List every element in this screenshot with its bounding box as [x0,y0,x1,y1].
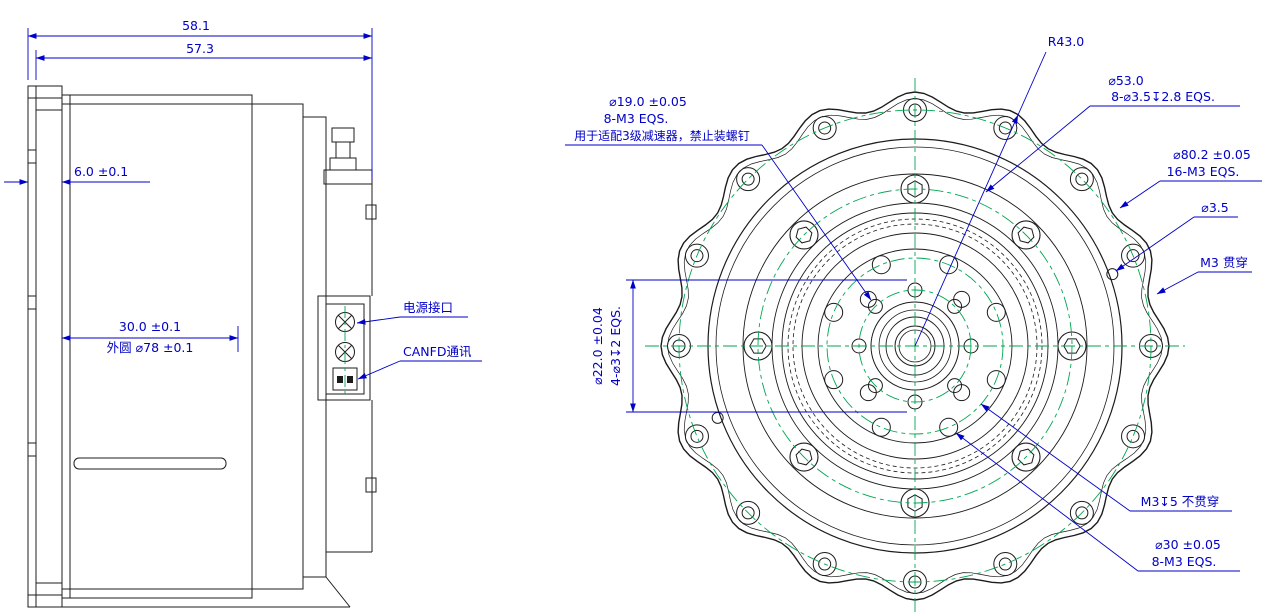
d30-hole [871,255,891,275]
dim-d80-note-text: 16-M3 EQS. [1167,164,1240,179]
dim-flange-thickness: 6.0 ±0.1 [4,164,150,185]
dim-r43: R43.0 [914,34,1085,347]
dim-d53-text: ⌀53.0 [1108,73,1143,88]
dowel-hole [1106,268,1119,281]
dowel-hole [711,411,724,424]
hex-socket-screw [789,442,819,472]
outer-bolt-hole [684,243,709,268]
outer-bolt-hole [1121,243,1146,268]
dim-d53: ⌀53.0 8-⌀3.5↧2.8 EQS. [985,73,1240,193]
outer-bolt-hole [993,115,1018,140]
dim-r43-text: R43.0 [1048,34,1085,49]
d19-hole [867,298,883,314]
d30-hole [824,370,844,390]
dim-d22-text: ⌀22.0 ±0.04 [590,307,605,385]
d19-hole [867,378,883,394]
dim-d19-usage-text: 用于适配3级减速器，禁止装螺钉 [574,129,750,143]
front-view-dimensions: R43.0 ⌀53.0 8-⌀3.5↧2.8 EQS. ⌀19.0 ±0.05 … [565,34,1262,572]
hex-socket-screw [1011,442,1041,472]
hex-socket-screw [789,220,819,250]
dim-depth-text: 30.0 ±0.1 [119,319,181,334]
outer-bolt-hole [736,167,761,192]
side-view-geometry [27,85,377,608]
dim-d22: ⌀22.0 ±0.04 4-⌀3↧2 EQS. [590,279,907,413]
dim-d35-text: ⌀3.5 [1201,200,1228,215]
label-canfd-port: CANFD通讯 [357,344,482,380]
dim-d19-note-text: 8-M3 EQS. [604,111,669,126]
hex-socket-screw [1011,220,1041,250]
side-view-dimensions: 58.1 57.3 6.0 ±0.1 30.0 ±0.1 外圆 ⌀78 ±0.1… [4,18,482,380]
dim-m3-blind: M3↧5 不贯穿 [980,403,1232,512]
dim-d30-text: ⌀30 ±0.05 [1155,537,1221,552]
dim-flange-text: 6.0 ±0.1 [74,164,128,179]
dim-depth: 30.0 ±0.1 外圆 ⌀78 ±0.1 [61,319,239,355]
body-slot [73,457,227,470]
top-stud [323,127,373,185]
d30-hole [871,417,891,437]
dim-d80: ⌀80.2 ±0.05 16-M3 EQS. [1119,147,1262,209]
d19-hole [947,298,963,314]
label-power-port: 电源接口 [356,300,468,325]
d30-hole [824,302,844,322]
d19-hole [947,378,963,394]
dim-m3-blind-text: M3↧5 不贯穿 [1141,494,1220,509]
outer-bolt-hole [812,115,837,140]
label-power-text: 电源接口 [403,300,453,315]
outer-bolt-hole [1121,424,1146,449]
d30-hole [939,417,959,437]
outer-bolt-hole [993,552,1018,577]
d30-hole [986,370,1006,390]
dim-total-width: 58.1 [27,18,373,180]
label-canfd-text: CANFD通讯 [403,344,472,359]
d30-hole [986,302,1006,322]
dim-d35: ⌀3.5 [1115,200,1238,272]
hex-socket-screw [1057,331,1087,361]
outer-bolt-hole [812,552,837,577]
dim-total-width-text: 58.1 [182,18,210,33]
d30-hole [939,255,959,275]
dim-inner-width: 57.3 [35,41,373,80]
dim-d80-text: ⌀80.2 ±0.05 [1173,147,1251,162]
outer-bolt-hole [1069,167,1094,192]
dim-d53-note-text: 8-⌀3.5↧2.8 EQS. [1111,89,1215,104]
dim-outer-circle-text: 外圆 ⌀78 ±0.1 [107,340,194,355]
connector-block [317,295,371,401]
outer-bolt-hole [684,424,709,449]
dim-m3-through: M3 贯穿 [1156,255,1252,295]
outer-flange-contour [660,91,1170,601]
dim-d19: ⌀19.0 ±0.05 8-M3 EQS. 用于适配3级减速器，禁止装螺钉 [565,94,872,301]
dim-m3-through-text: M3 贯穿 [1200,255,1248,270]
dim-d30-note-text: 8-M3 EQS. [1152,554,1217,569]
outer-bolt-hole [736,500,761,525]
dim-d30: ⌀30 ±0.05 8-M3 EQS. [955,432,1240,572]
outer-bolt-hole [1069,500,1094,525]
dim-d19-text: ⌀19.0 ±0.05 [609,94,687,109]
dim-d22-note-text: 4-⌀3↧2 EQS. [608,306,623,386]
dim-inner-width-text: 57.3 [186,41,214,56]
